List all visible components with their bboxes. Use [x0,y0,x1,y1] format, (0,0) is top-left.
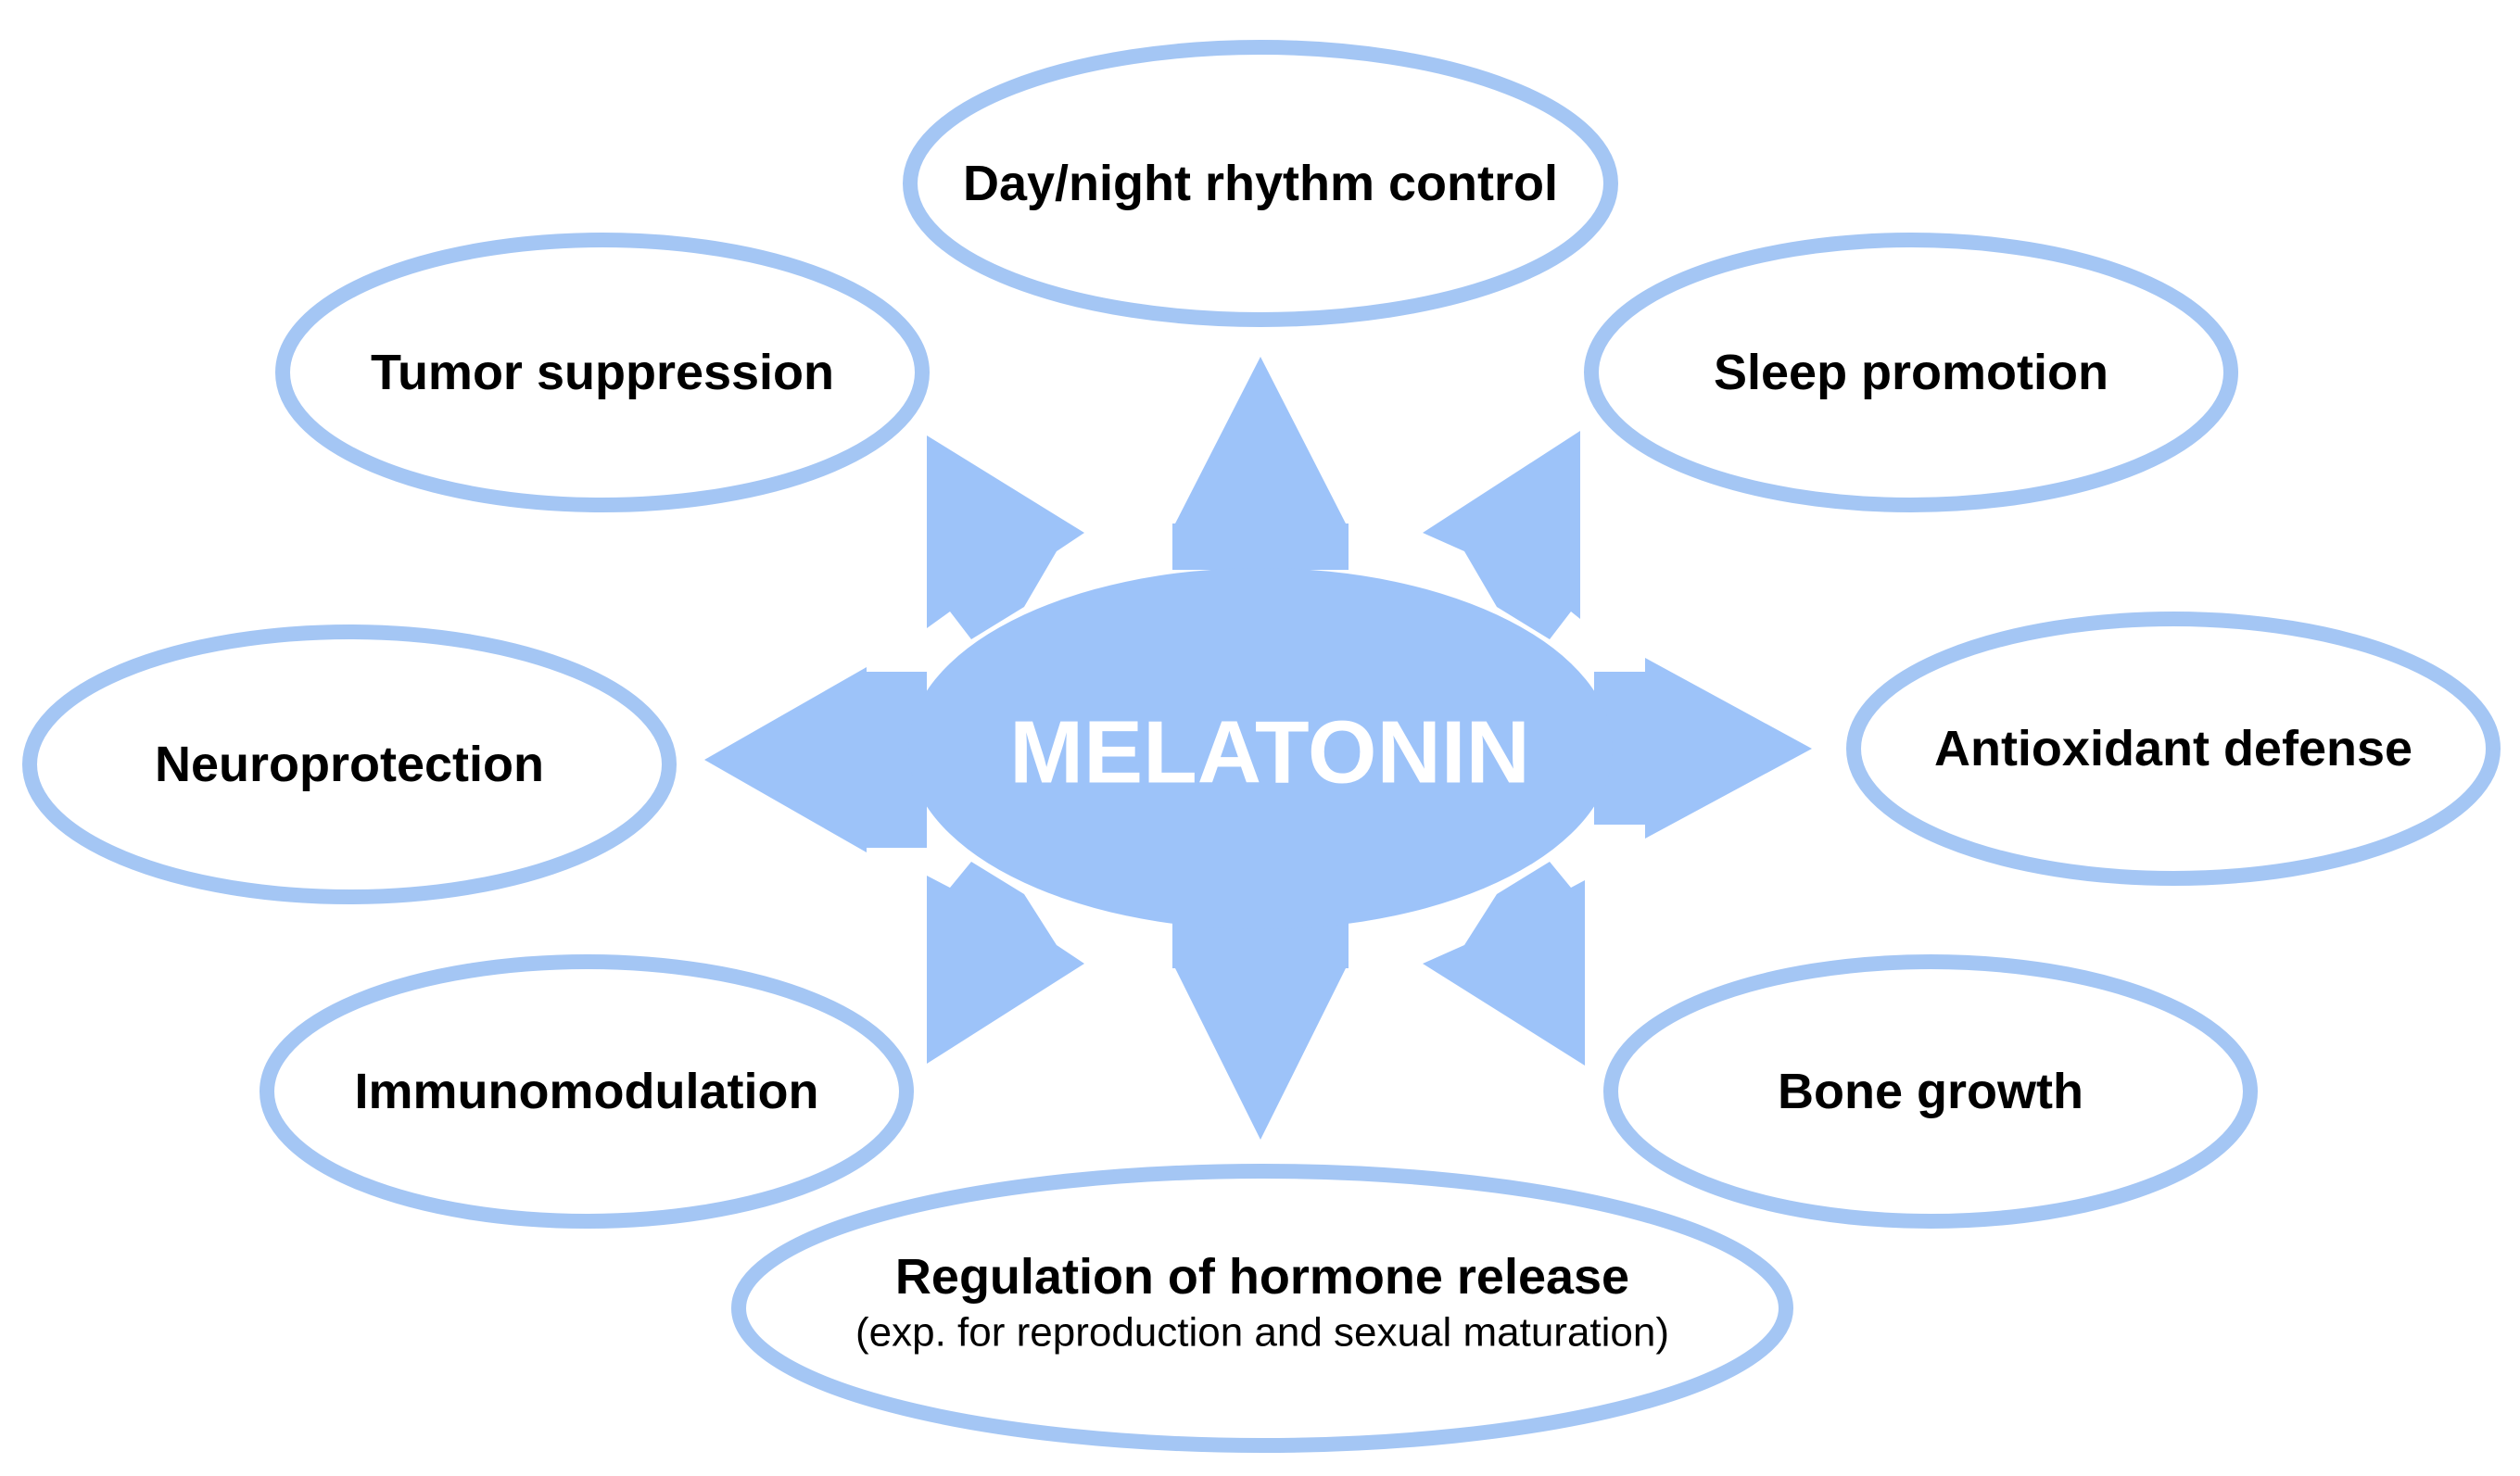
node-sleep: Sleep promotion [1584,233,2238,512]
node-neuro-ring [22,624,677,904]
node-hormone-sublabel: (exp. for reproduction and sexual matura… [855,1310,1669,1356]
center-label: MELATONIN [1009,703,1530,802]
node-immuno: Immunomodulation [260,954,914,1229]
node-neuro-label: Neuroprotection [155,737,544,792]
node-bone-label: Bone growth [1778,1064,2083,1119]
node-tumor-ring [275,233,930,512]
node-bone-ring [1603,954,2258,1229]
arrow-down-right [1423,862,1585,1066]
node-day-night: Day/night rhythm control [903,40,1618,327]
center-ellipse [908,568,1613,929]
node-tumor-label: Tumor suppression [371,345,834,400]
node-sleep-label: Sleep promotion [1714,345,2108,400]
central-hub: MELATONIN [704,357,1812,1140]
node-antioxidant: Antioxidant defense [1846,612,2501,886]
node-immuno-ring [260,954,914,1229]
node-hormone: Regulation of hormone release (exp. for … [731,1164,1793,1453]
node-antioxidant-label: Antioxidant defense [1934,721,2412,776]
node-day-night-ring [903,40,1618,327]
node-day-night-label: Day/night rhythm control [963,156,1558,211]
arrow-left [704,667,927,852]
node-hormone-label: Regulation of hormone release [895,1249,1629,1305]
node-bone: Bone growth [1603,954,2258,1229]
arrow-up [1172,357,1349,570]
arrow-up-right [1423,431,1580,639]
arrow-down-left [927,862,1084,1064]
node-antioxidant-ring [1846,612,2501,886]
node-neuro: Neuroprotection [22,624,677,904]
arrow-up-left [927,435,1084,639]
node-immuno-label: Immunomodulation [355,1064,819,1119]
node-sleep-ring [1584,233,2238,512]
arrow-down [1172,922,1349,1140]
arrow-right [1594,658,1812,839]
node-tumor: Tumor suppression [275,233,930,512]
node-hormone-ring [731,1164,1793,1453]
